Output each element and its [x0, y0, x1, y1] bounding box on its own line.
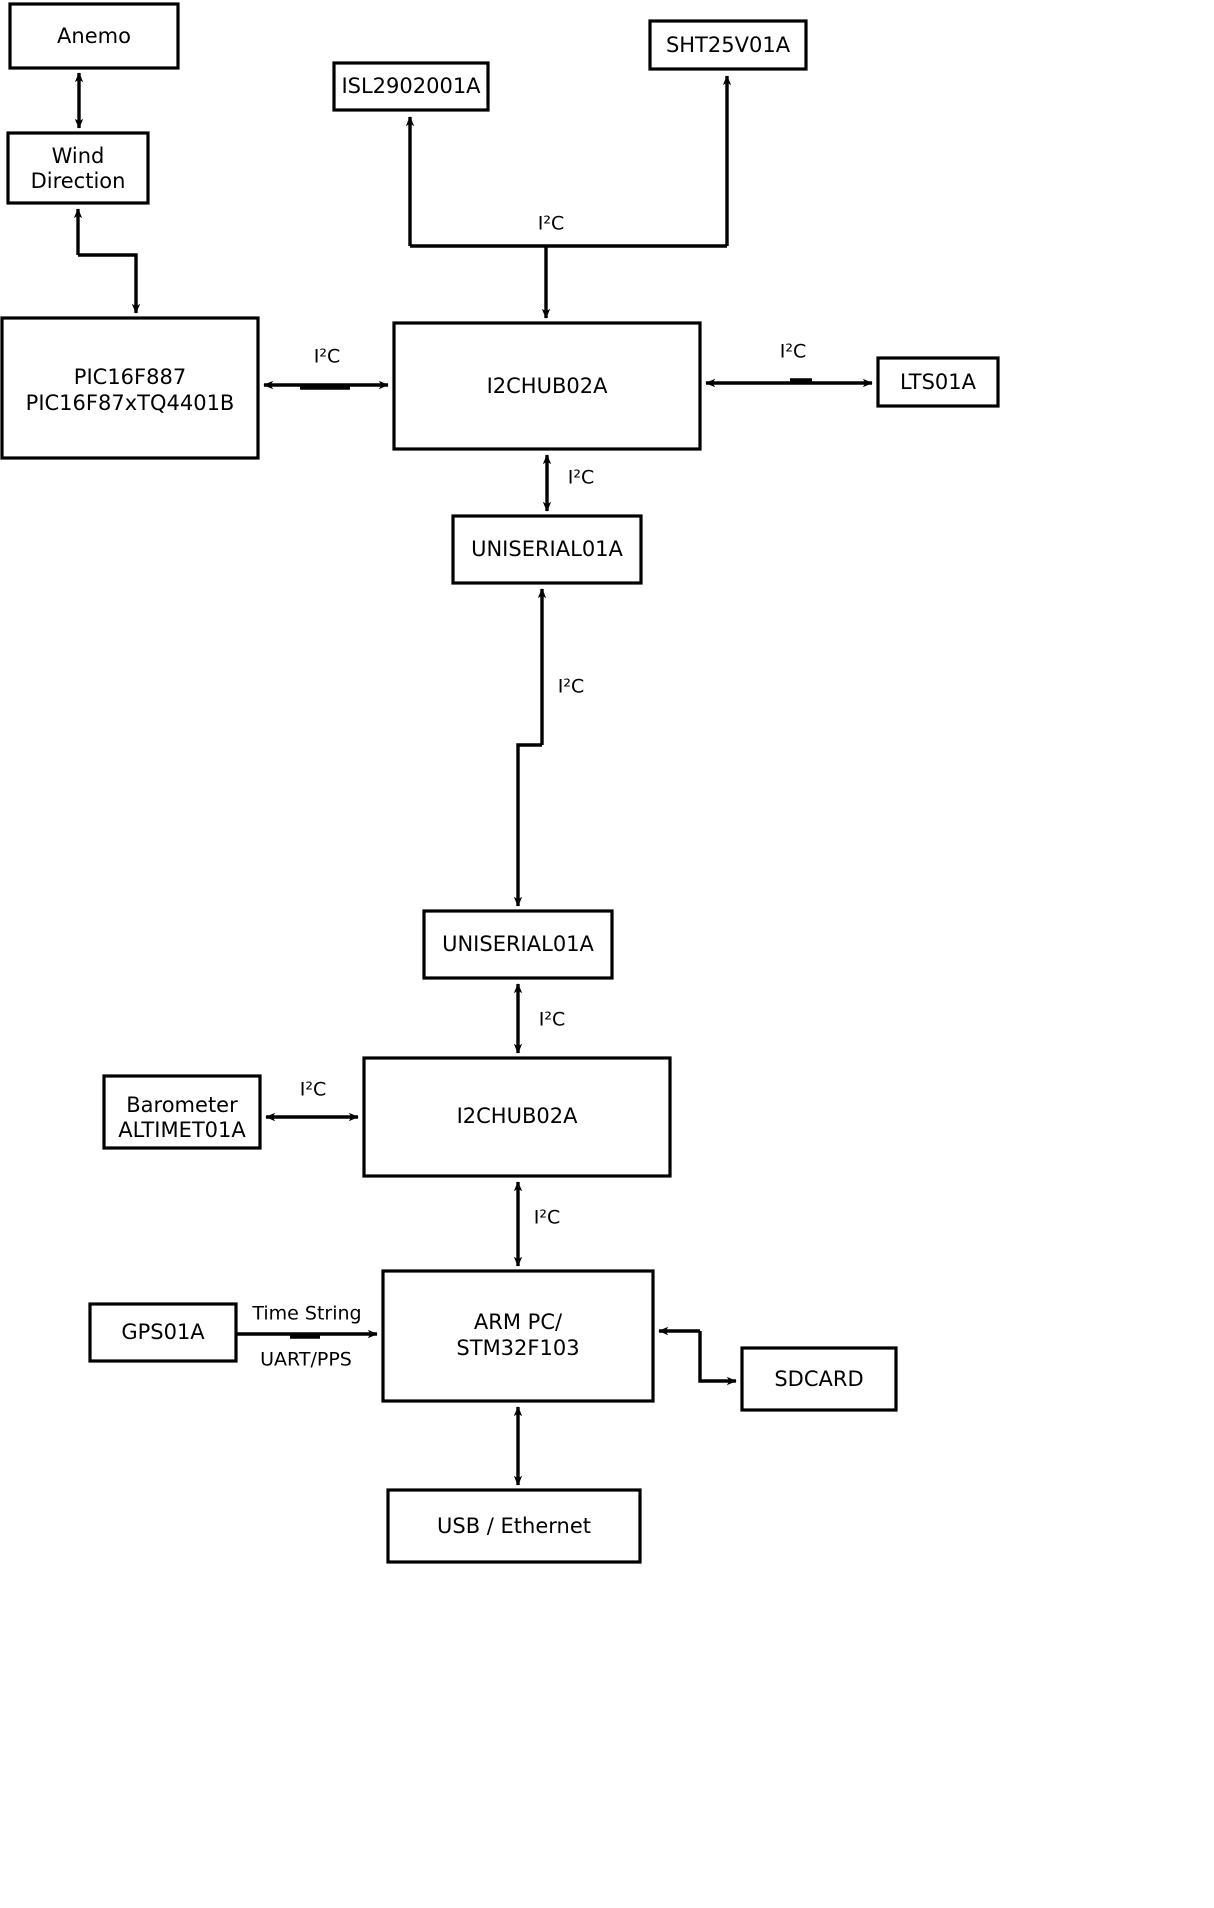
node-barometer-label-line2: ALTIMET01A: [118, 1118, 246, 1142]
edge-label-i2c-sensor-bus: I²C: [538, 213, 565, 235]
edge-label-i2c-hub-uniserial: I²C: [568, 467, 595, 489]
node-uniserial01a-top[interactable]: UNISERIAL01A: [451, 514, 643, 585]
node-wind-direction-label-line2: Direction: [31, 169, 126, 193]
node-uniserial01a-bottom-label: UNISERIAL01A: [442, 932, 594, 956]
node-uniserial01a-bottom-box[interactable]: [422, 909, 614, 980]
node-barometer[interactable]: Barometer ALTIMET01A: [102, 1074, 262, 1150]
node-sdcard[interactable]: SDCARD: [740, 1346, 898, 1412]
node-usb-ethernet-label: USB / Ethernet: [437, 1514, 591, 1538]
node-lts01a-label: LTS01A: [900, 370, 977, 394]
edge-label-i2c-hub-lts: I²C: [780, 341, 807, 363]
node-lts01a-box[interactable]: [876, 356, 1000, 408]
node-pic-mcu-box[interactable]: [0, 316, 260, 460]
node-pic-mcu[interactable]: PIC16F887 PIC16F87xTQ4401B: [0, 316, 260, 460]
edge-label-i2c-uniserial-uniserial: I²C: [558, 676, 585, 698]
node-sdcard-box[interactable]: [740, 1346, 898, 1412]
edge-uniserial-elbow: [513, 743, 542, 907]
node-arm-pc-label-line1: ARM PC/: [474, 1310, 563, 1334]
node-lts01a[interactable]: LTS01A: [876, 356, 1000, 408]
edge-armpc-sdcard-out: [698, 1331, 737, 1386]
node-i2chub02a-top-box[interactable]: [392, 321, 702, 451]
node-sht25v01a-label: SHT25V01A: [666, 33, 791, 57]
node-sht25v01a-box[interactable]: [648, 19, 808, 71]
node-uniserial01a-top-label: UNISERIAL01A: [471, 537, 623, 561]
edges-layer: [73, 72, 873, 1486]
node-gps01a[interactable]: GPS01A: [88, 1302, 238, 1363]
node-isl2902001a[interactable]: ISL2902001A: [332, 61, 490, 112]
edge-label-i2c-uniserial-hub: I²C: [539, 1009, 566, 1031]
edge-label-uart-pps: UART/PPS: [260, 1349, 352, 1371]
node-wind-direction-box[interactable]: [6, 131, 150, 205]
node-arm-pc-label-line2: STM32F103: [456, 1336, 579, 1360]
node-uniserial01a-top-box[interactable]: [451, 514, 643, 585]
node-pic-mcu-label-line2: PIC16F87xTQ4401B: [26, 391, 235, 415]
edge-label-i2c-hub-armpc: I²C: [534, 1207, 561, 1229]
node-sht25v01a[interactable]: SHT25V01A: [648, 19, 808, 71]
node-wind-direction-label-line1: Wind: [52, 144, 105, 168]
node-usb-ethernet-box[interactable]: [386, 1488, 642, 1564]
node-isl2902001a-label: ISL2902001A: [341, 74, 481, 98]
node-gps01a-box[interactable]: [88, 1302, 238, 1363]
node-i2chub02a-top[interactable]: I2CHUB02A: [392, 321, 702, 451]
node-uniserial01a-bottom[interactable]: UNISERIAL01A: [422, 909, 614, 980]
edge-labels-layer: I²C I²C I²C I²C I²C I²C I²C I²C Time Str…: [251, 213, 806, 1371]
node-sdcard-label: SDCARD: [774, 1367, 863, 1391]
node-anemo[interactable]: Anemo: [8, 2, 180, 70]
node-arm-pc[interactable]: ARM PC/ STM32F103: [381, 1269, 655, 1403]
node-isl2902001a-box[interactable]: [332, 61, 490, 112]
node-usb-ethernet[interactable]: USB / Ethernet: [386, 1488, 642, 1564]
node-i2chub02a-top-label: I2CHUB02A: [487, 374, 609, 398]
node-i2chub02a-bottom[interactable]: I2CHUB02A: [362, 1056, 672, 1178]
node-i2chub02a-bottom-box[interactable]: [362, 1056, 672, 1178]
nodes-layer: Anemo Wind Direction PIC16F887 PIC16F87x…: [0, 2, 1000, 1564]
node-wind-direction[interactable]: Wind Direction: [6, 131, 150, 205]
node-i2chub02a-bottom-label: I2CHUB02A: [457, 1104, 579, 1128]
edge-pic-winddir-elbow: [78, 253, 141, 314]
node-anemo-label: Anemo: [57, 24, 131, 48]
node-anemo-box[interactable]: [8, 2, 180, 70]
node-barometer-box[interactable]: [102, 1074, 262, 1150]
node-pic-mcu-label-line1: PIC16F887: [74, 365, 186, 389]
edge-label-i2c-barometer-hub: I²C: [300, 1079, 327, 1101]
node-barometer-label-line1: Barometer: [126, 1093, 238, 1117]
node-gps01a-label: GPS01A: [121, 1320, 205, 1344]
node-arm-pc-box[interactable]: [381, 1269, 655, 1403]
edge-label-time-string: Time String: [251, 1303, 361, 1325]
edge-label-i2c-pic-hub: I²C: [314, 346, 341, 368]
